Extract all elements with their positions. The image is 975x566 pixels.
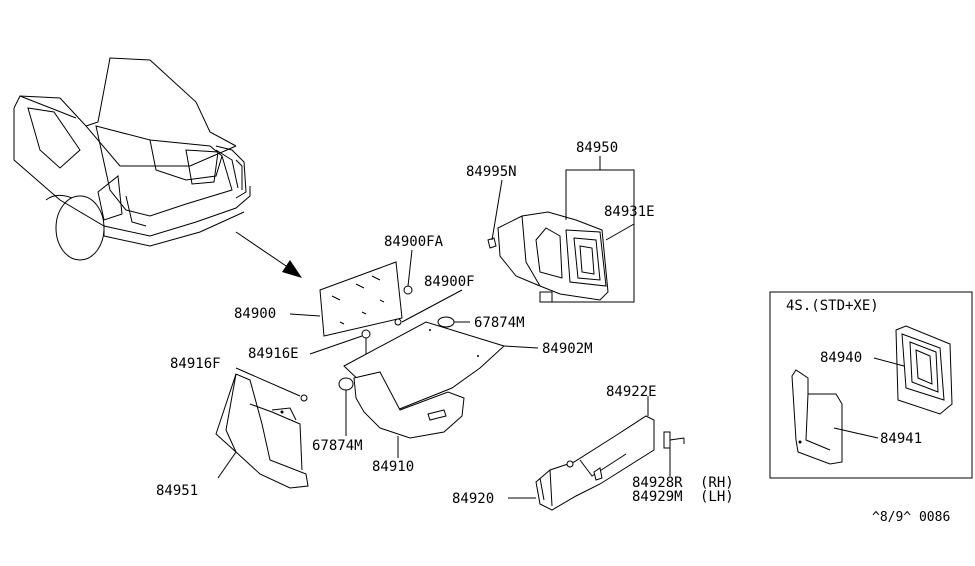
part-84931e-illustration bbox=[487, 211, 609, 303]
label-67874m-bottom: 67874M bbox=[312, 438, 363, 454]
leader-84941 bbox=[833, 427, 879, 439]
leader-84902m bbox=[503, 345, 539, 349]
clip-67874m-bottom bbox=[338, 377, 354, 436]
label-84950: 84950 bbox=[576, 140, 618, 156]
label-84922e: 84922E bbox=[606, 384, 657, 400]
label-84995n: 84995N bbox=[466, 164, 517, 180]
part-84900-illustration bbox=[319, 261, 413, 337]
car-rear-illustration bbox=[13, 57, 302, 278]
label-84951: 84951 bbox=[156, 483, 198, 499]
doc-code: ^8/9^ 0086 bbox=[872, 510, 950, 525]
part-84951-illustration bbox=[215, 373, 309, 489]
part-84940-illustration bbox=[895, 325, 953, 415]
label-84916f: 84916F bbox=[170, 356, 221, 372]
label-84928r: 84928R bbox=[632, 475, 683, 491]
label-84940: 84940 bbox=[820, 350, 862, 366]
part-84910-illustration bbox=[353, 371, 465, 439]
leader-84931e bbox=[605, 223, 635, 241]
inset-box bbox=[769, 291, 973, 479]
label-84929m-side: (LH) bbox=[700, 489, 734, 505]
leader-84940 bbox=[873, 357, 905, 367]
label-84910: 84910 bbox=[372, 459, 414, 475]
clip-84916e bbox=[309, 329, 371, 366]
inset-title: 4S.(STD+XE) bbox=[786, 298, 879, 314]
leader-84916f bbox=[235, 367, 301, 397]
label-84941: 84941 bbox=[880, 431, 922, 447]
label-84900: 84900 bbox=[234, 306, 276, 322]
clip-67874m-top bbox=[437, 316, 470, 328]
label-84916e: 84916E bbox=[248, 346, 299, 362]
label-67874m-top: 67874M bbox=[474, 315, 525, 331]
label-84902m: 84902M bbox=[542, 341, 593, 357]
part-84941-illustration bbox=[791, 369, 843, 465]
label-84929m: 84929M bbox=[632, 489, 683, 505]
leader-84900fa bbox=[407, 249, 413, 287]
leader-84900 bbox=[289, 313, 321, 317]
bracket-84950 bbox=[552, 169, 635, 303]
clip-84928r-84929m bbox=[663, 431, 685, 449]
label-84931e: 84931E bbox=[604, 204, 655, 220]
label-84928r-side: (RH) bbox=[700, 475, 734, 491]
leader-84951 bbox=[217, 451, 237, 479]
leader-84995n bbox=[491, 179, 503, 241]
label-84900f: 84900F bbox=[424, 274, 475, 290]
part-84920-illustration bbox=[535, 415, 655, 511]
label-84900fa: 84900FA bbox=[384, 234, 444, 250]
leader-84900f bbox=[401, 289, 463, 323]
label-84920: 84920 bbox=[452, 491, 494, 507]
